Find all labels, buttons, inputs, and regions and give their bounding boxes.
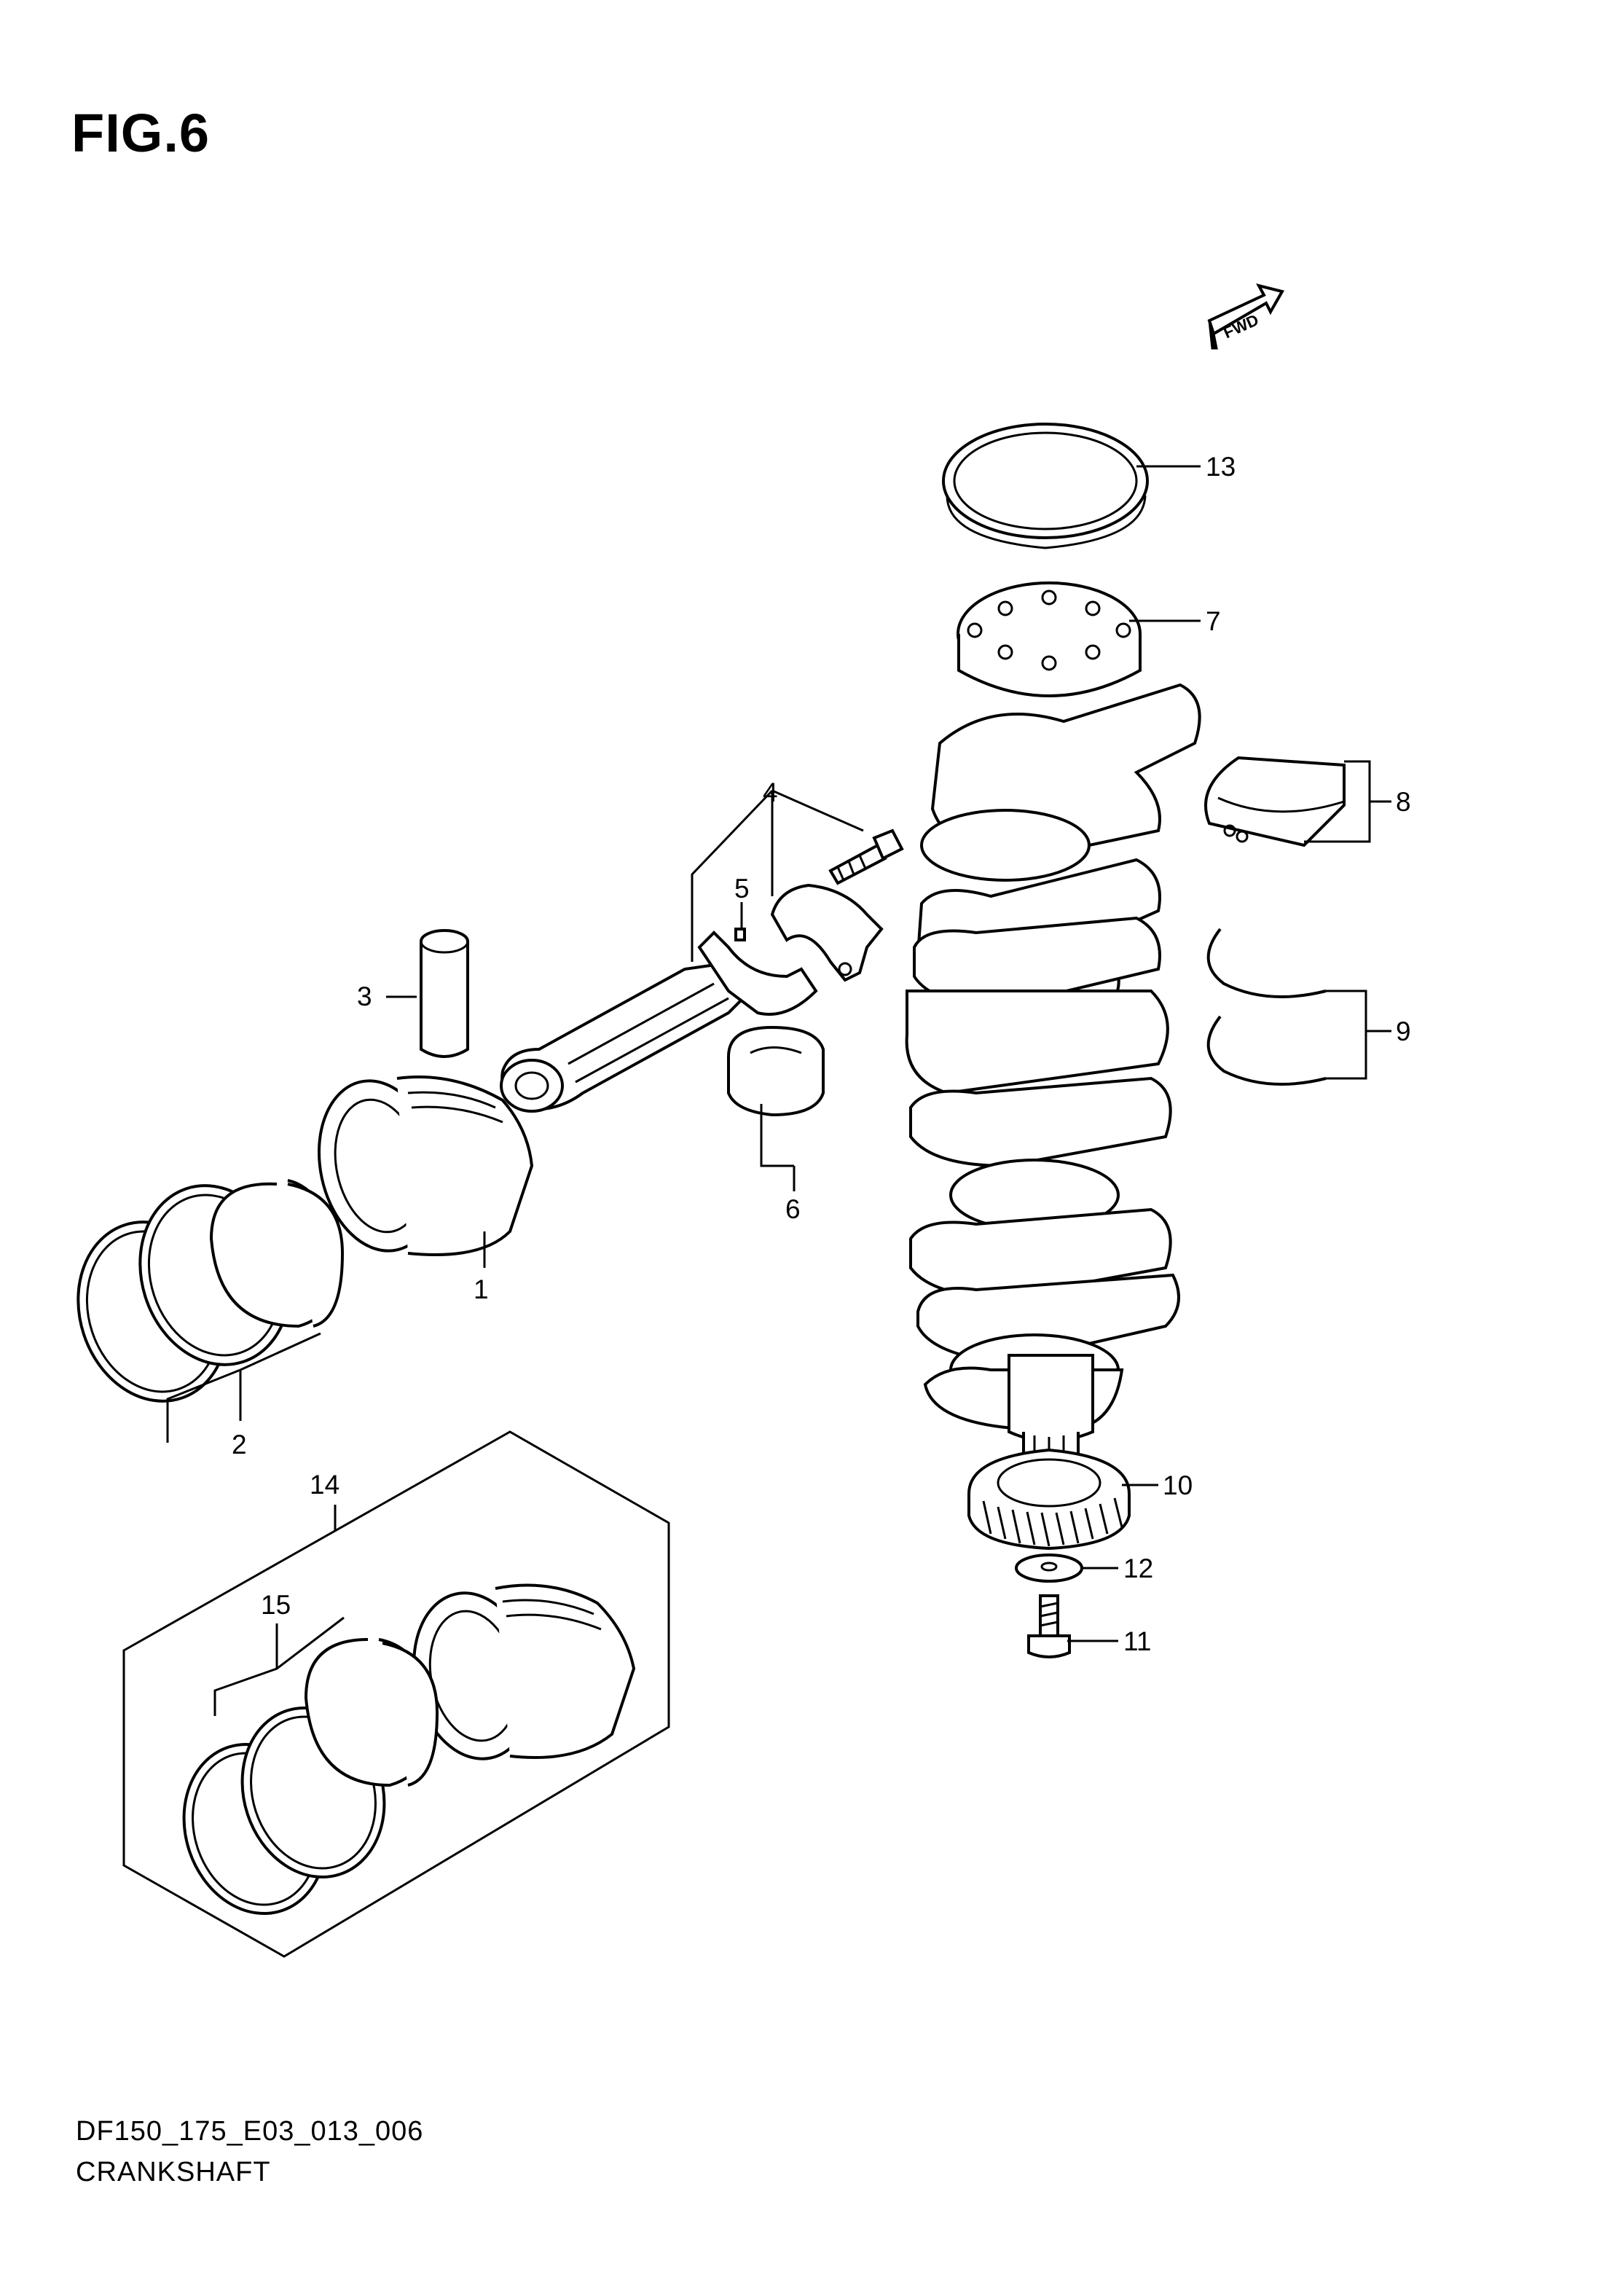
callout-11: 11	[1123, 1626, 1151, 1656]
gear-bolt	[1027, 1594, 1118, 1658]
piston-set-box	[122, 1430, 670, 1958]
callout-13: 13	[1206, 452, 1236, 482]
bracket-2-b	[240, 1332, 321, 1371]
callout-1: 1	[474, 1274, 489, 1304]
piston	[317, 1075, 534, 1268]
piston-ring-set	[76, 1179, 345, 1443]
callout-2: 2	[232, 1430, 247, 1460]
bracket-9	[1326, 990, 1367, 1080]
bracket-4-right	[771, 789, 864, 832]
callout-5: 5	[734, 874, 750, 904]
bracket-6	[760, 1104, 794, 1167]
bracket-15	[213, 1616, 345, 1716]
callout-12: 12	[1123, 1553, 1153, 1583]
crank-timing-gear	[967, 1448, 1158, 1551]
drawing-name: CRANKSHAFT	[76, 2157, 271, 2187]
callout-3: 3	[357, 982, 372, 1011]
thrust-washer-set	[1206, 928, 1391, 1086]
callout-6: 6	[785, 1194, 801, 1224]
callout-4: 4	[763, 777, 778, 807]
callout-10: 10	[1163, 1470, 1193, 1500]
bracket-4-left	[691, 789, 774, 962]
piston-pin	[386, 929, 469, 1058]
callout-15: 15	[261, 1590, 291, 1620]
callout-8: 8	[1396, 787, 1411, 817]
callout-14: 14	[310, 1470, 339, 1500]
callout-9: 9	[1396, 1016, 1411, 1046]
bracket-2-a	[166, 1368, 241, 1443]
conrod-bearing	[727, 1025, 825, 1191]
crankshaft	[905, 581, 1201, 1479]
drawing-code: DF150_175_E03_013_006	[76, 2116, 424, 2147]
fwd-arrow-icon: FWD	[1207, 283, 1285, 350]
callout-7: 7	[1206, 606, 1221, 636]
main-bearing-set	[1204, 756, 1391, 847]
oil-seal	[942, 423, 1201, 549]
connecting-rod-assembly	[500, 789, 904, 1113]
gear-washer	[1015, 1553, 1118, 1583]
figure-title: FIG.6	[71, 103, 211, 163]
